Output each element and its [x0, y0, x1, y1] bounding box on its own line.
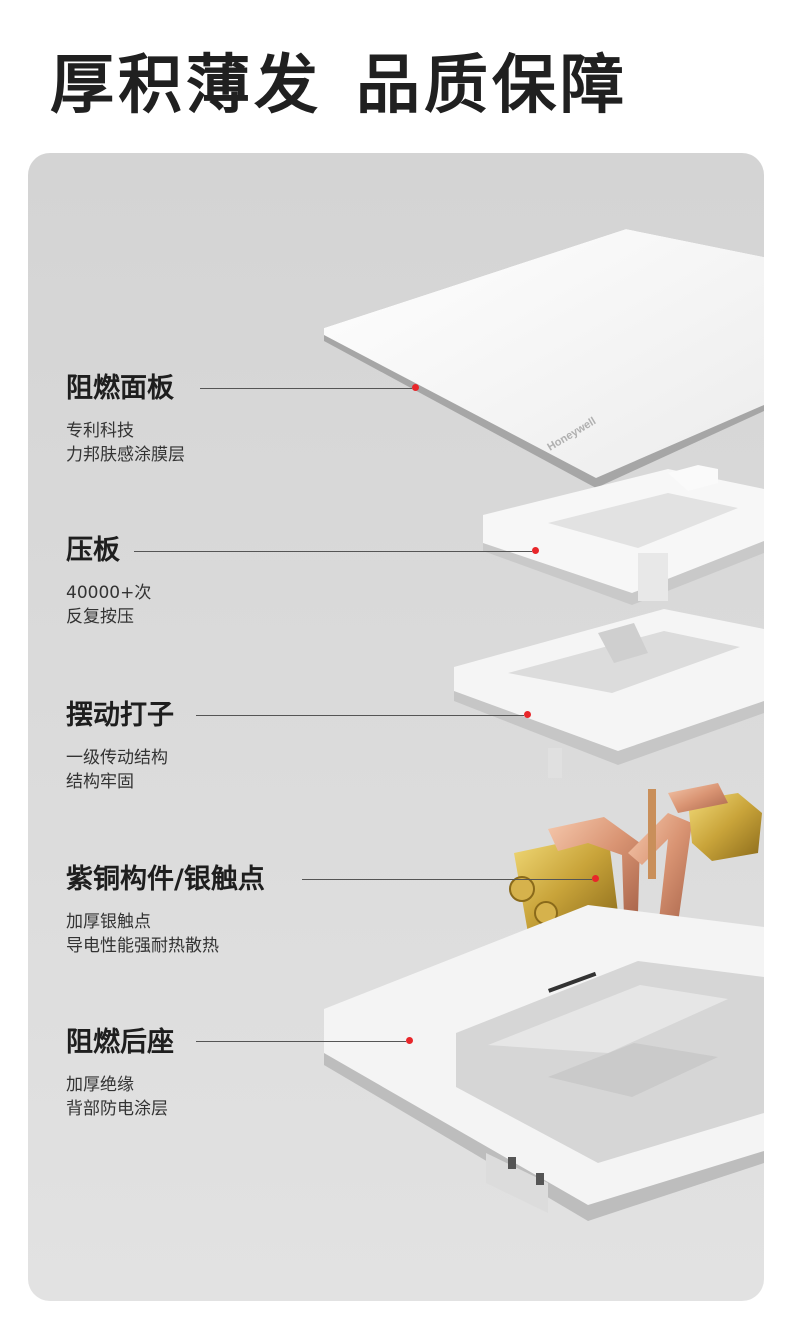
- marker-dot: [406, 1037, 413, 1044]
- headline-part-2: 品质保障: [356, 49, 628, 123]
- callout-line: 加厚绝缘: [66, 1075, 134, 1095]
- callout-line: 结构牢固: [66, 772, 134, 792]
- callout-line: 导电性能强耐热散热: [66, 936, 219, 956]
- callout-description: 加厚银触点 导电性能强耐热散热: [66, 910, 396, 958]
- headline-part-1: 厚积薄发: [50, 49, 322, 123]
- callout-line: 专利科技: [66, 421, 134, 441]
- callout-description: 40000+次 反复按压: [66, 581, 396, 629]
- callout-copper-contacts: 紫铜构件/银触点 加厚银触点 导电性能强耐热散热: [66, 862, 396, 958]
- leader-line: [196, 715, 524, 716]
- callout-title: 阻燃面板: [66, 373, 174, 404]
- callout-title: 紫铜构件/银触点: [66, 864, 265, 895]
- exploded-switch-illustration: Honeywell: [324, 229, 764, 1221]
- exploded-view-panel: Honeywell: [28, 153, 764, 1301]
- callout-line: 一级传动结构: [66, 748, 168, 768]
- headline: 厚积薄发品质保障: [50, 46, 770, 126]
- marker-dot: [524, 711, 531, 718]
- callout-base: 阻燃后座 加厚绝缘 背部防电涂层: [66, 1025, 396, 1121]
- press-plate: [483, 465, 764, 605]
- marker-dot: [592, 875, 599, 882]
- leader-line: [302, 879, 592, 880]
- callout-press-plate: 压板 40000+次 反复按压: [66, 533, 396, 629]
- callout-line: 力邦肤感涂膜层: [66, 445, 185, 465]
- callout-line: 加厚银触点: [66, 912, 151, 932]
- copper-terminal-assembly: [509, 783, 762, 933]
- leader-line: [196, 1041, 406, 1042]
- leader-line: [134, 551, 532, 552]
- callout-line: 背部防电涂层: [66, 1099, 168, 1119]
- callout-line: 反复按压: [66, 607, 134, 627]
- leader-line: [200, 388, 412, 389]
- callout-title: 压板: [66, 535, 120, 566]
- callout-title: 阻燃后座: [66, 1027, 174, 1058]
- marker-dot: [412, 384, 419, 391]
- callout-description: 一级传动结构 结构牢固: [66, 746, 396, 794]
- switch-base: [324, 905, 764, 1221]
- callout-description: 专利科技 力邦肤感涂膜层: [66, 419, 396, 467]
- callout-face-plate: 阻燃面板 专利科技 力邦肤感涂膜层: [66, 371, 396, 467]
- face-plate: Honeywell: [324, 229, 764, 488]
- rocker-frame: [454, 609, 764, 778]
- marker-dot: [532, 547, 539, 554]
- callout-line: 40000+次: [66, 583, 152, 603]
- callout-title: 摆动打子: [66, 700, 174, 731]
- callout-rocker: 摆动打子 一级传动结构 结构牢固: [66, 698, 396, 794]
- callout-description: 加厚绝缘 背部防电涂层: [66, 1073, 396, 1121]
